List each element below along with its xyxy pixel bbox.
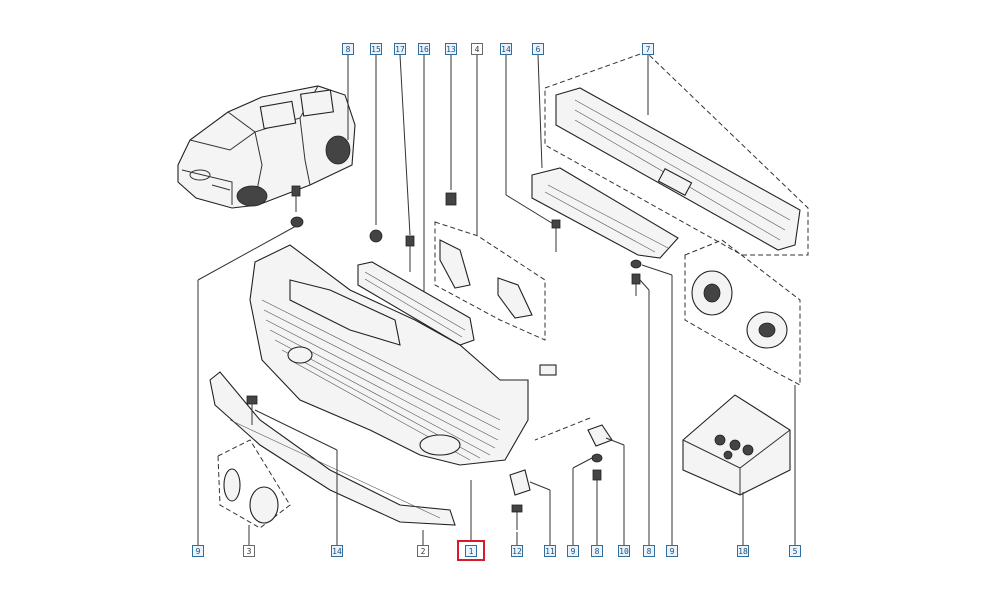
callout-9-mid[interactable]: 9 xyxy=(567,545,579,557)
callout-9-left[interactable]: 9 xyxy=(192,545,204,557)
callout-8[interactable]: 8 xyxy=(342,43,354,55)
callout-5[interactable]: 5 xyxy=(789,545,801,557)
callout-8-right[interactable]: 8 xyxy=(643,545,655,557)
impact-absorber xyxy=(555,87,801,251)
screw-14-top xyxy=(551,219,561,252)
spoiler-screw xyxy=(246,395,258,425)
callout-3[interactable]: 3 xyxy=(243,545,255,557)
callout-12[interactable]: 12 xyxy=(511,545,523,557)
callout-17[interactable]: 17 xyxy=(394,43,406,55)
callout-7[interactable]: 7 xyxy=(642,43,654,55)
callout-6[interactable]: 6 xyxy=(532,43,544,55)
brackets xyxy=(439,239,533,319)
callout-9-right[interactable]: 9 xyxy=(666,545,678,557)
callout-15[interactable]: 15 xyxy=(370,43,382,55)
fog-covers xyxy=(223,468,279,524)
fasteners xyxy=(290,185,642,296)
callout-4[interactable]: 4 xyxy=(471,43,483,55)
fitting-kit-box xyxy=(682,394,791,496)
lower-spoiler xyxy=(209,371,456,526)
reinforcement-beam xyxy=(531,167,679,259)
callout-14-bottom[interactable]: 14 xyxy=(331,545,343,557)
callout-11[interactable]: 11 xyxy=(544,545,556,557)
callout-16[interactable]: 16 xyxy=(418,43,430,55)
callout-2[interactable]: 2 xyxy=(417,545,429,557)
upper-grille xyxy=(357,261,475,346)
callout-14-top[interactable]: 14 xyxy=(500,43,512,55)
bottom-leaders xyxy=(197,225,796,545)
callout-13[interactable]: 13 xyxy=(445,43,457,55)
callout-8-mid[interactable]: 8 xyxy=(591,545,603,557)
side-clips xyxy=(509,364,613,530)
bumper-cover xyxy=(249,244,529,466)
top-leaders xyxy=(347,54,649,300)
car-illustration xyxy=(177,85,356,209)
callout-1[interactable]: 1 xyxy=(465,545,477,557)
callout-10[interactable]: 10 xyxy=(618,545,630,557)
callout-18[interactable]: 18 xyxy=(737,545,749,557)
horns xyxy=(691,270,788,349)
